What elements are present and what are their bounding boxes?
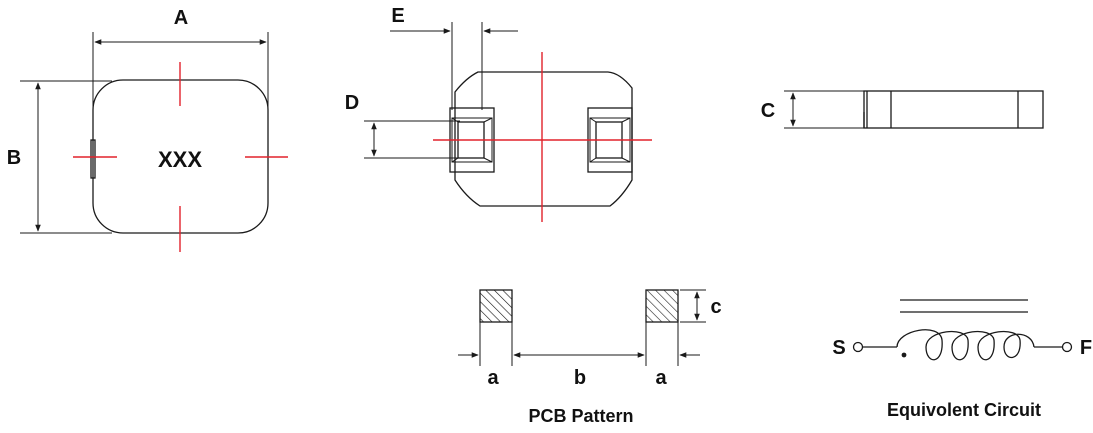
top-view: XXX A B — [7, 7, 288, 252]
dim-a-label: A — [174, 7, 188, 29]
dim-c-pcb-label: c — [710, 296, 721, 318]
circuit-caption: Equivolent Circuit — [887, 400, 1041, 420]
inductor-coil — [896, 329, 1035, 361]
dim-b-pcb-label: b — [574, 367, 586, 389]
dim-e-label: E — [391, 5, 404, 27]
dim-c-label: C — [761, 100, 775, 122]
pcb-pad-right — [645, 289, 679, 323]
terminal-f-label: F — [1080, 337, 1092, 359]
pcb-pattern: a b a c PCB Pattern — [458, 289, 722, 426]
bottom-view: E D — [345, 5, 652, 222]
top-view-terminal-tab — [90, 139, 96, 179]
side-view-body — [863, 90, 1044, 129]
dim-a-pcb-right-label: a — [655, 367, 667, 389]
dim-b-label: B — [7, 147, 21, 169]
terminal-s-label: S — [832, 337, 845, 359]
marking-text: XXX — [158, 147, 202, 172]
polarity-dot — [901, 352, 907, 358]
side-view: C — [761, 90, 1044, 129]
terminal-s-circle — [852, 341, 864, 353]
dim-d-label: D — [345, 92, 359, 114]
bottom-view-body — [454, 71, 633, 207]
pcb-pattern-caption: PCB Pattern — [528, 406, 633, 426]
dim-a-pcb-left-label: a — [487, 367, 499, 389]
pcb-pad-left — [479, 289, 513, 323]
terminal-f-circle — [1061, 341, 1073, 353]
equivalent-circuit: S F Equivolent Circuit — [832, 299, 1092, 420]
